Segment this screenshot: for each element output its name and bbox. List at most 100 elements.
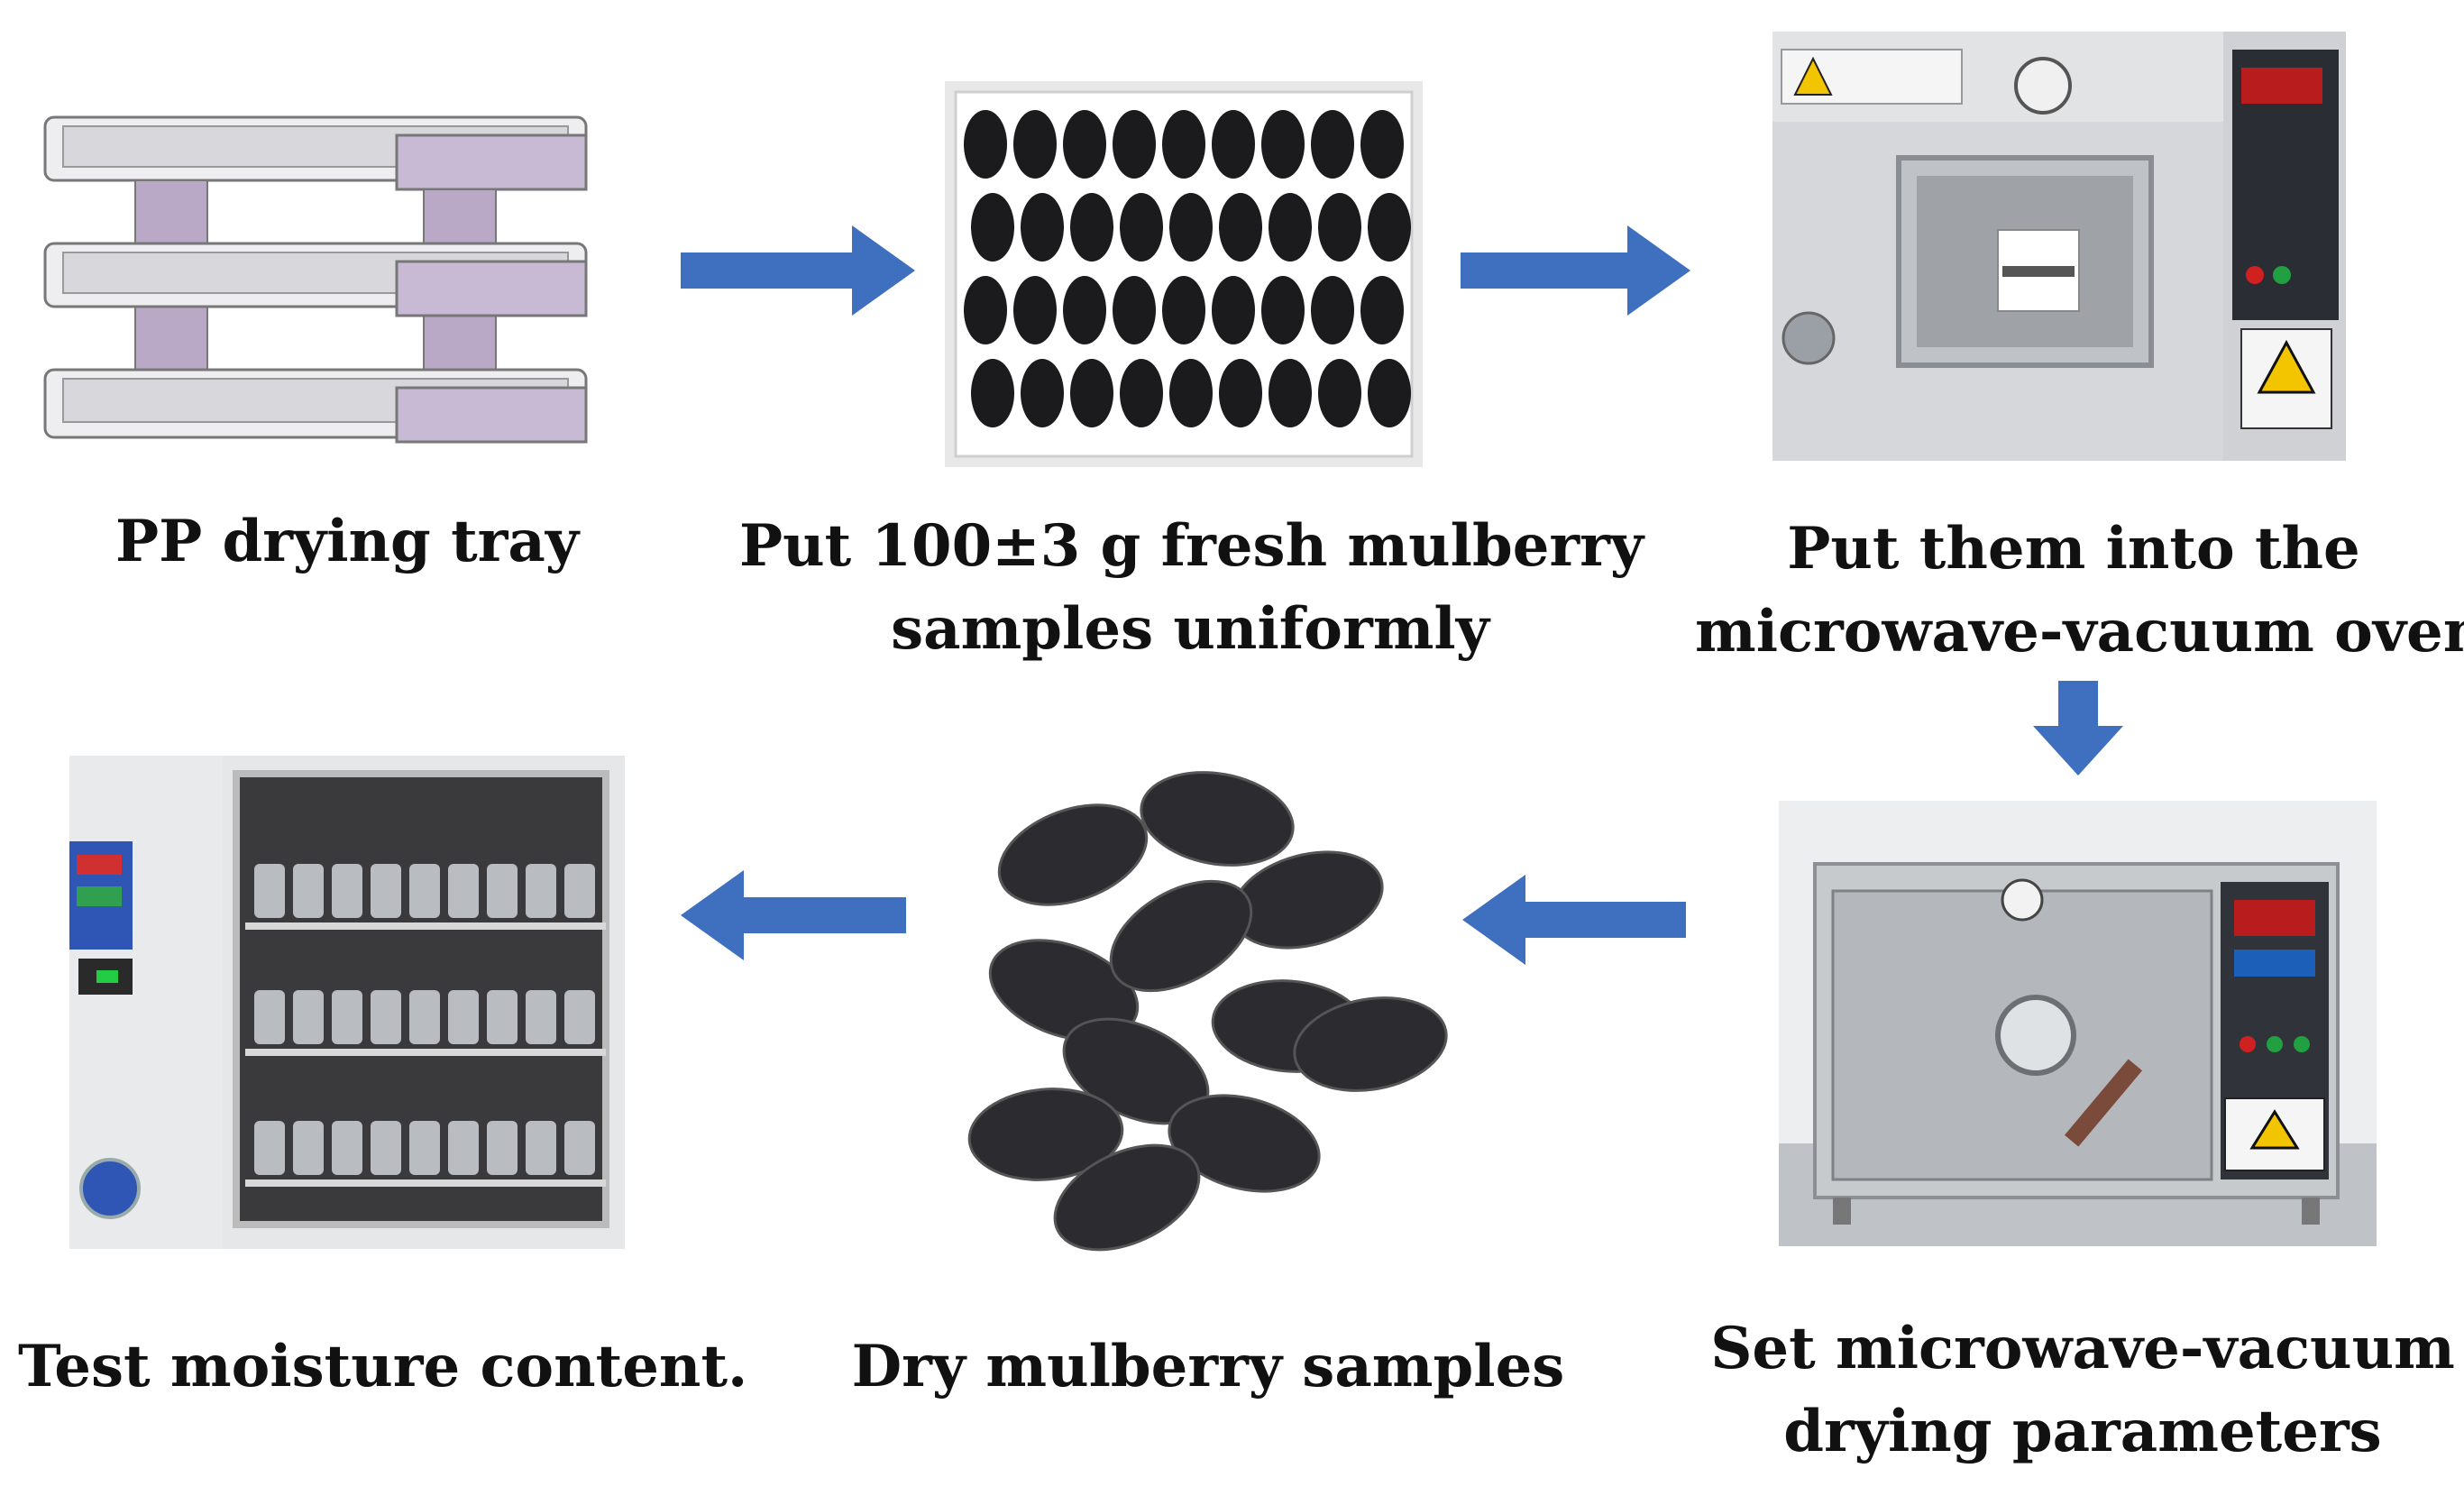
fresh-mulberry <box>1120 193 1163 262</box>
warning-triangle-icon <box>1793 56 1833 96</box>
caption-dry-samples: Dry mulberry samples <box>851 1333 1565 1400</box>
tray-level-top <box>43 115 588 191</box>
sample-container <box>487 990 518 1044</box>
fresh-mulberry <box>1169 359 1213 427</box>
fresh-mulberry <box>964 110 1007 179</box>
fresh-mulberry <box>1212 110 1255 179</box>
dried-mulberry <box>997 803 1149 906</box>
door-handle <box>2064 1059 2143 1147</box>
fresh-mulberry <box>1219 359 1262 427</box>
fresh-mulberry <box>1269 193 1312 262</box>
fresh-mulberry <box>964 276 1007 344</box>
tray-level-middle <box>43 242 588 317</box>
sample-container <box>409 990 440 1044</box>
caption-test-moisture: Test moisture content. <box>18 1333 748 1400</box>
arrow-right-2 <box>1461 225 1690 316</box>
sample-container <box>448 990 479 1044</box>
dried-mulberry <box>1053 1143 1201 1252</box>
pressure-gauge-icon <box>2014 57 2072 115</box>
fresh-mulberry <box>1070 193 1113 262</box>
arrow-down <box>2033 681 2123 776</box>
sample-container <box>293 1121 324 1175</box>
fresh-mulberry <box>1021 359 1064 427</box>
fresh-mulberry <box>1063 110 1106 179</box>
sample-container <box>371 1121 401 1175</box>
sample-container <box>448 1121 479 1175</box>
fresh-mulberry <box>1212 276 1255 344</box>
fresh-mulberry <box>1360 276 1404 344</box>
fresh-mulberry <box>1021 193 1064 262</box>
sample-container <box>254 864 285 918</box>
dried-mulberry <box>1140 771 1295 867</box>
fresh-mulberry <box>1113 276 1156 344</box>
fresh-mulberry <box>1269 359 1312 427</box>
fresh-mulberry <box>1261 110 1305 179</box>
sample-container <box>564 1121 595 1175</box>
sample-container <box>487 864 518 918</box>
fresh-mulberry <box>1368 359 1411 427</box>
fresh-mulberry <box>1013 276 1057 344</box>
rack-bottom <box>245 1179 606 1187</box>
dried-mulberry <box>1293 996 1448 1092</box>
arrow-right-1 <box>681 225 915 316</box>
pp-drying-tray-image <box>43 115 588 444</box>
door-window <box>1782 311 1836 365</box>
fresh-mulberry <box>1013 110 1057 179</box>
closed-microwave-oven-image <box>1779 801 2377 1246</box>
caption-pp-tray: PP drying tray <box>115 508 579 575</box>
fresh-mulberry <box>1113 110 1156 179</box>
caption-fresh-samples: Put 100±3 g fresh mulberry samples unifo… <box>739 512 1644 663</box>
fresh-mulberry <box>1318 193 1361 262</box>
sample-container <box>254 990 285 1044</box>
sample-container <box>564 864 595 918</box>
high-voltage-icon <box>2249 1109 2300 1150</box>
sample-container <box>371 990 401 1044</box>
sample-container <box>254 1121 285 1175</box>
fresh-mulberry <box>1368 193 1411 262</box>
dried-mulberry-image <box>947 756 1461 1261</box>
caption-set-params: Set microwave-vacuum drying parameters <box>1710 1315 2455 1465</box>
tray-level-bottom <box>43 368 588 444</box>
fresh-mulberry <box>1261 276 1305 344</box>
sample-container <box>293 864 324 918</box>
sample-container <box>332 864 362 918</box>
door-viewing-window <box>1995 995 2076 1076</box>
fresh-mulberry <box>971 193 1014 262</box>
fresh-mulberry <box>1162 110 1205 179</box>
open-microwave-oven-image <box>1772 32 2346 461</box>
sample-containers <box>254 864 595 1175</box>
fresh-mulberry <box>1311 110 1354 179</box>
rack-lower <box>245 1049 606 1056</box>
dried-mulberry <box>1168 1094 1321 1193</box>
fresh-mulberry <box>1120 359 1163 427</box>
sample-container <box>409 1121 440 1175</box>
sample-container <box>526 1121 556 1175</box>
dried-mulberry <box>1109 879 1253 993</box>
fresh-mulberry-tray-image <box>945 81 1423 467</box>
sample-container <box>487 1121 518 1175</box>
arrow-left-1 <box>1462 875 1686 965</box>
fresh-mulberry <box>1311 276 1354 344</box>
sample-container <box>409 864 440 918</box>
power-knob-icon <box>79 1158 141 1219</box>
fresh-mulberry <box>1063 276 1106 344</box>
fresh-mulberry <box>971 359 1014 427</box>
fresh-mulberry <box>1318 359 1361 427</box>
sample-container <box>564 990 595 1044</box>
sample-container <box>371 864 401 918</box>
fresh-mulberry-group <box>964 110 1411 427</box>
fresh-mulberry <box>1169 193 1213 262</box>
sample-container <box>448 864 479 918</box>
pressure-gauge-icon <box>2001 878 2044 922</box>
rack-upper <box>245 922 606 930</box>
fresh-mulberry <box>1360 110 1404 179</box>
dried-mulberry-group <box>967 771 1448 1252</box>
moisture-test-oven-image <box>69 756 625 1249</box>
dried-mulberry <box>988 939 1140 1042</box>
high-voltage-icon <box>2257 339 2316 394</box>
sample-container <box>332 1121 362 1175</box>
dried-mulberry <box>967 1088 1124 1181</box>
fresh-mulberry <box>1219 193 1262 262</box>
arrow-left-2 <box>681 870 906 960</box>
